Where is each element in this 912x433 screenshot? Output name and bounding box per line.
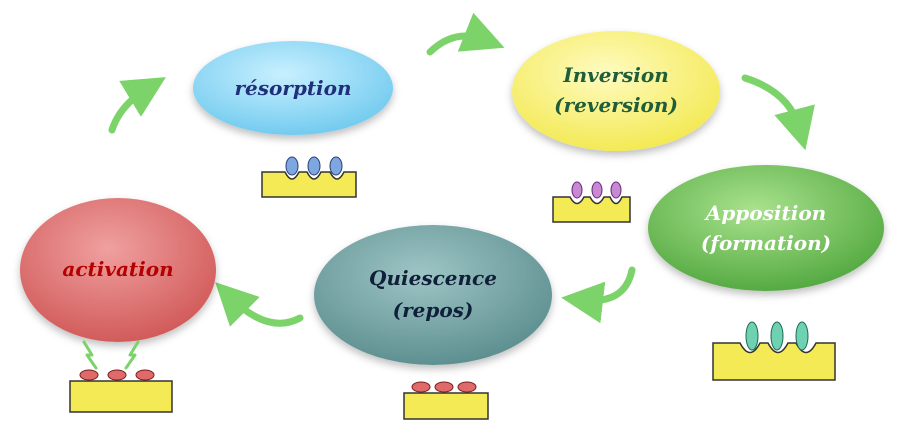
inversion-ellipse: [512, 31, 720, 151]
arrow-resorption-to-inversion: [426, 12, 505, 56]
reversal-cell-1: [571, 181, 583, 199]
arrow-quiescence-to-activation: [215, 282, 304, 327]
activation-bone-block: [69, 380, 173, 413]
apposition-bone-illustration: [712, 321, 836, 381]
stage-activation: activation: [20, 198, 216, 342]
arrow-activation-to-resorption: [108, 77, 166, 134]
activated-cell-1: [79, 369, 99, 381]
lining-cell-1: [411, 381, 431, 393]
osteoblast-cell-2: [770, 321, 784, 351]
inversion-bone-illustration: [552, 181, 631, 223]
osteoclast-cell-2: [307, 156, 321, 176]
osteoclast-cell-3: [329, 156, 343, 176]
activation-label: activation: [62, 257, 173, 281]
resorption-bone-block: [261, 171, 357, 198]
lining-cell-3: [457, 381, 477, 393]
quiescence-ellipse: [314, 225, 552, 365]
stage-resorption: résorption: [193, 41, 393, 135]
resorption-ellipse: [193, 41, 393, 135]
activation-bone-illustration: [69, 340, 173, 413]
quiescence-label-line1: Quiescence: [369, 266, 497, 290]
inversion-bone-block: [552, 196, 631, 223]
activation-ellipse: [20, 198, 216, 342]
inversion-label-line1: Inversion: [562, 63, 669, 87]
activated-cell-2: [107, 369, 127, 381]
arrow-inversion-to-apposition: [741, 74, 815, 151]
reversal-cell-2: [591, 181, 603, 199]
stage-apposition: Apposition (formation): [648, 165, 884, 291]
activated-cell-3: [135, 369, 155, 381]
reversal-cell-3: [610, 181, 622, 199]
quiescence-bone-illustration: [403, 381, 489, 420]
quiescence-bone-block: [403, 392, 489, 420]
stage-inversion: Inversion (reversion): [512, 31, 720, 151]
apposition-ellipse: [648, 165, 884, 291]
arrow-apposition-to-quiescence: [561, 266, 636, 324]
resorption-label: résorption: [234, 76, 351, 100]
lining-cell-2: [434, 381, 454, 393]
quiescence-label-line2: (repos): [393, 298, 474, 322]
inversion-label-line2: (reversion): [554, 93, 678, 117]
resorption-bone-illustration: [261, 156, 357, 198]
osteoblast-cell-1: [745, 321, 759, 351]
cycle-arrows: [108, 12, 815, 327]
lightning-signal-right-icon: [124, 340, 140, 370]
apposition-label-line2: (formation): [701, 231, 831, 255]
apposition-label-line1: Apposition: [704, 201, 826, 225]
osteoclast-cell-1: [285, 156, 299, 176]
apposition-bone-block: [712, 342, 836, 381]
stage-quiescence: Quiescence (repos): [314, 225, 552, 365]
osteoblast-cell-3: [795, 321, 809, 351]
lightning-signal-left-icon: [82, 340, 98, 370]
